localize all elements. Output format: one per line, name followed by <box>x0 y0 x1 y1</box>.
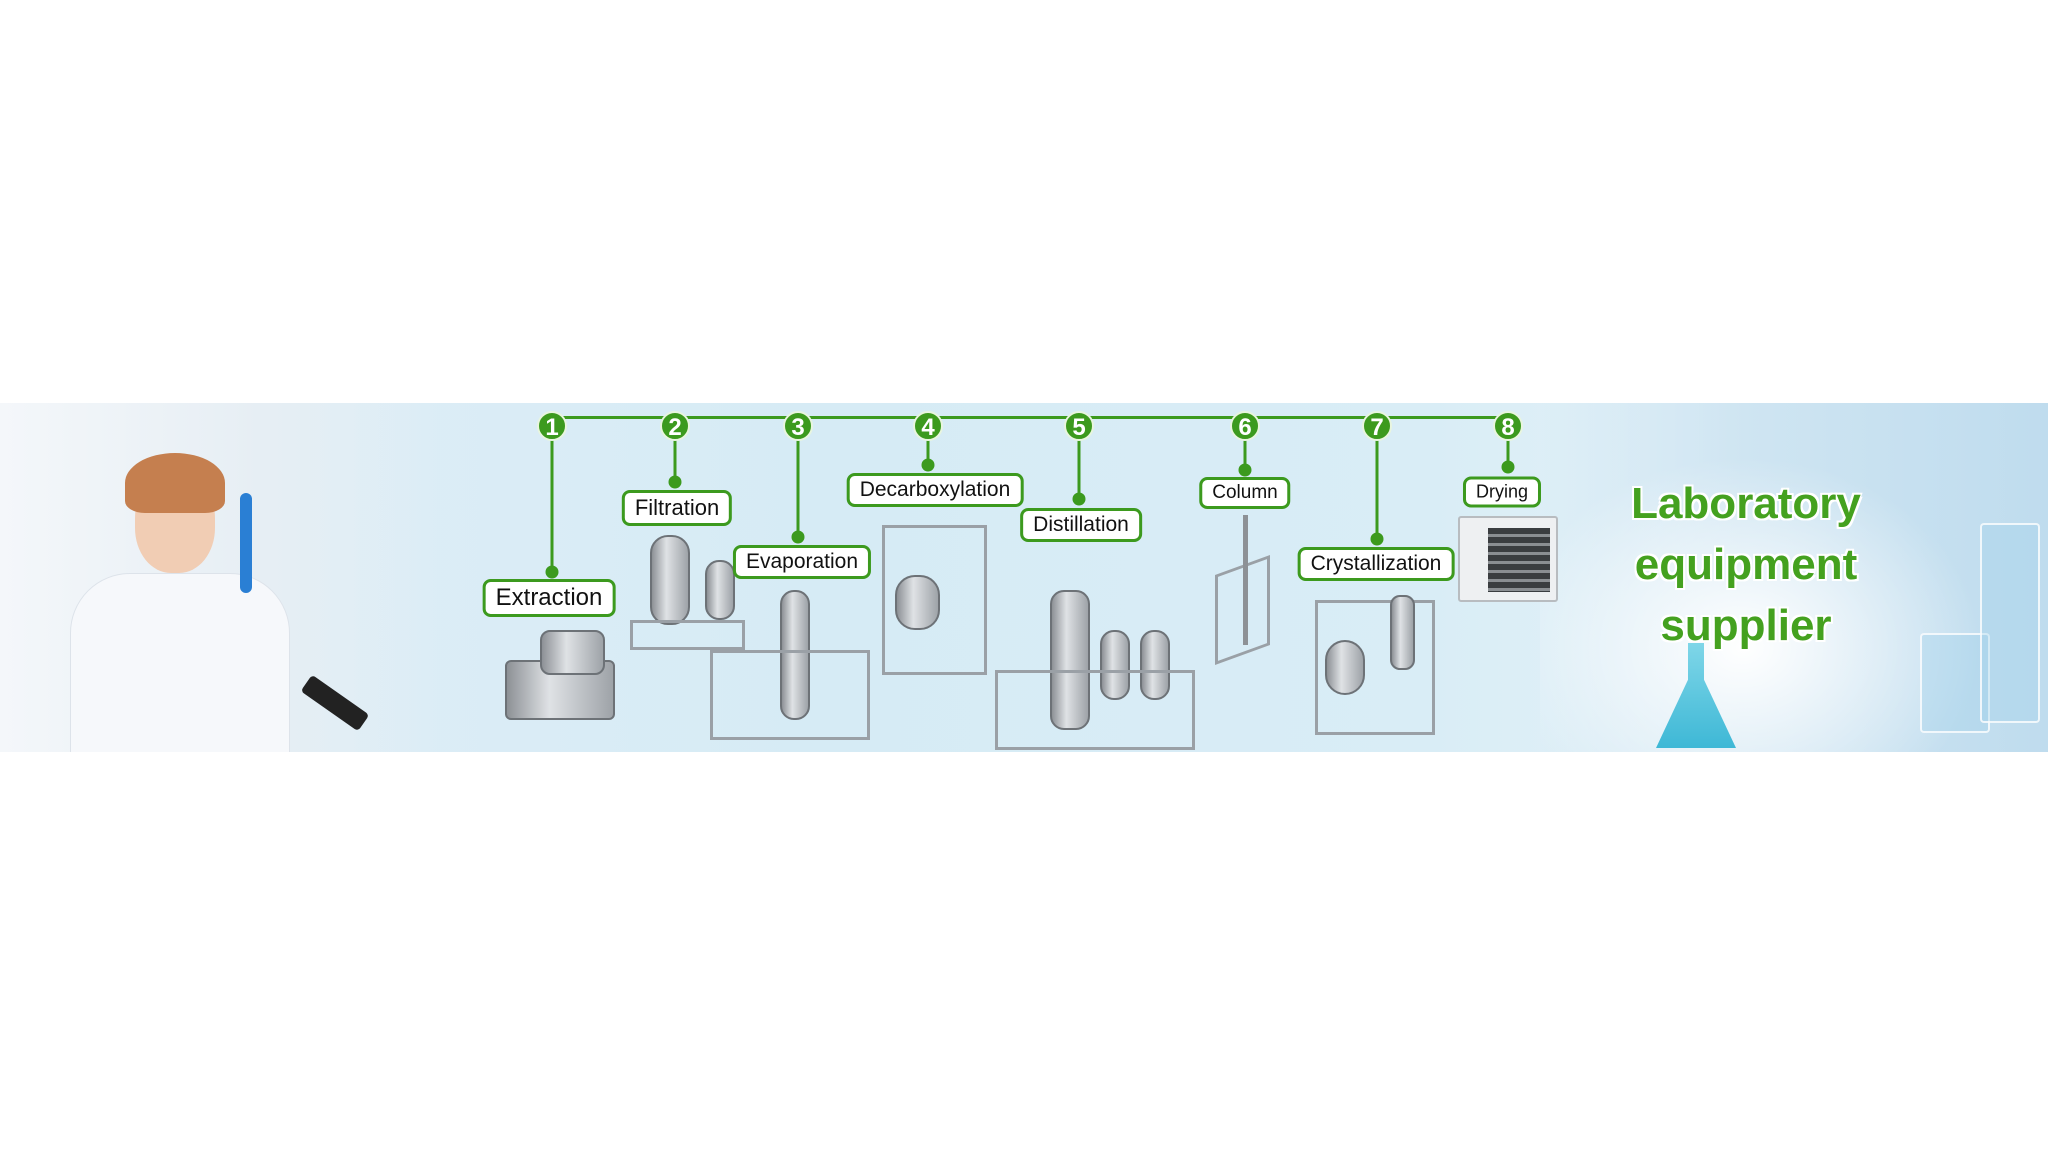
hero-banner <box>0 403 2048 752</box>
filtration-machine-image <box>650 535 690 625</box>
step-1-marker: 1 <box>537 411 567 441</box>
headline-line-3: supplier <box>1660 601 1832 650</box>
distillation-machine-image <box>1050 590 1090 730</box>
headline-line-2: equipment <box>1634 540 1858 589</box>
lab-glassware-background <box>1540 403 2048 752</box>
step-label-column: Column <box>1199 477 1291 509</box>
evaporation-machine-image <box>780 590 810 720</box>
scientist-figure <box>30 433 330 752</box>
step-2-marker: 2 <box>660 411 690 441</box>
crystallization-machine-image <box>1315 600 1435 735</box>
process-timeline <box>552 416 1508 419</box>
step-3-marker: 3 <box>783 411 813 441</box>
scientist-photo <box>0 403 440 752</box>
banner-headline: Laboratory equipment supplier <box>1631 473 1861 656</box>
decarboxylation-machine-image <box>882 525 987 675</box>
step-label-drying: Drying <box>1462 476 1542 508</box>
step-6-marker: 6 <box>1230 411 1260 441</box>
step-label-decarboxylation: Decarboxylation <box>846 473 1024 507</box>
step-7-marker: 7 <box>1362 411 1392 441</box>
step-label-crystallization: Crystallization <box>1297 547 1455 581</box>
step-label-filtration: Filtration <box>621 490 733 526</box>
step-4-marker: 4 <box>913 411 943 441</box>
step-label-distillation: Distillation <box>1020 508 1142 542</box>
headline-line-1: Laboratory <box>1631 479 1861 528</box>
step-5-marker: 5 <box>1064 411 1094 441</box>
step-8-marker: 8 <box>1493 411 1523 441</box>
step-label-extraction: Extraction <box>482 579 616 617</box>
drying-oven-image <box>1458 516 1558 602</box>
step-label-evaporation: Evaporation <box>732 545 872 579</box>
